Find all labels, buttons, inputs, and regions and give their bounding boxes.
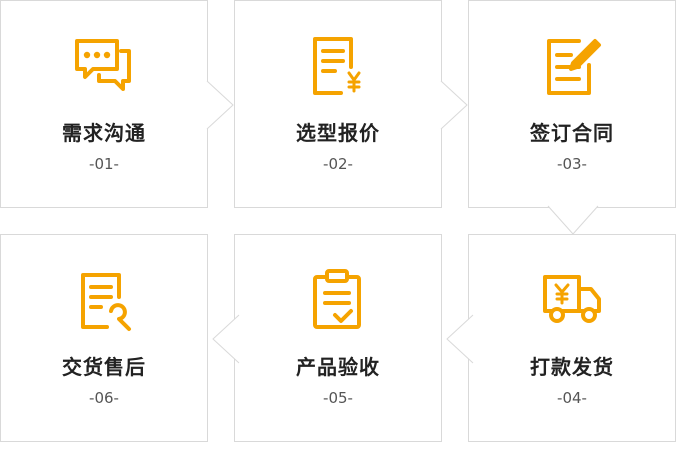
- step-title: 选型报价: [296, 121, 380, 145]
- step-number: -03-: [557, 155, 587, 173]
- step-number: -01-: [89, 155, 119, 173]
- step-title: 需求沟通: [62, 121, 146, 145]
- step-title: 交货售后: [62, 355, 146, 379]
- step-card-06: 交货售后 -06-: [0, 234, 208, 442]
- arrow-down-icon: [547, 205, 599, 235]
- step-card-03: 签订合同 -03-: [468, 0, 676, 208]
- step-card-02: 选型报价 -02-: [234, 0, 442, 208]
- arrow-right-icon: [206, 80, 234, 130]
- after-sales-tool-icon: [71, 267, 137, 333]
- step-number: -06-: [89, 389, 119, 407]
- step-title: 打款发货: [530, 355, 614, 379]
- step-number: -04-: [557, 389, 587, 407]
- arrow-left-icon: [446, 314, 474, 364]
- step-card-01: 需求沟通 -01-: [0, 0, 208, 208]
- step-card-05: 产品验收 -05-: [234, 234, 442, 442]
- step-number: -05-: [323, 389, 353, 407]
- step-card-04: 打款发货 -04-: [468, 234, 676, 442]
- chat-bubbles-icon: [71, 33, 137, 99]
- arrow-left-icon: [212, 314, 240, 364]
- checklist-clipboard-icon: [305, 267, 371, 333]
- step-number: -02-: [323, 155, 353, 173]
- step-title: 签订合同: [530, 121, 614, 145]
- sign-contract-icon: [539, 33, 605, 99]
- delivery-truck-icon: [539, 267, 605, 333]
- quote-document-icon: [305, 33, 371, 99]
- arrow-right-icon: [440, 80, 468, 130]
- step-title: 产品验收: [296, 355, 380, 379]
